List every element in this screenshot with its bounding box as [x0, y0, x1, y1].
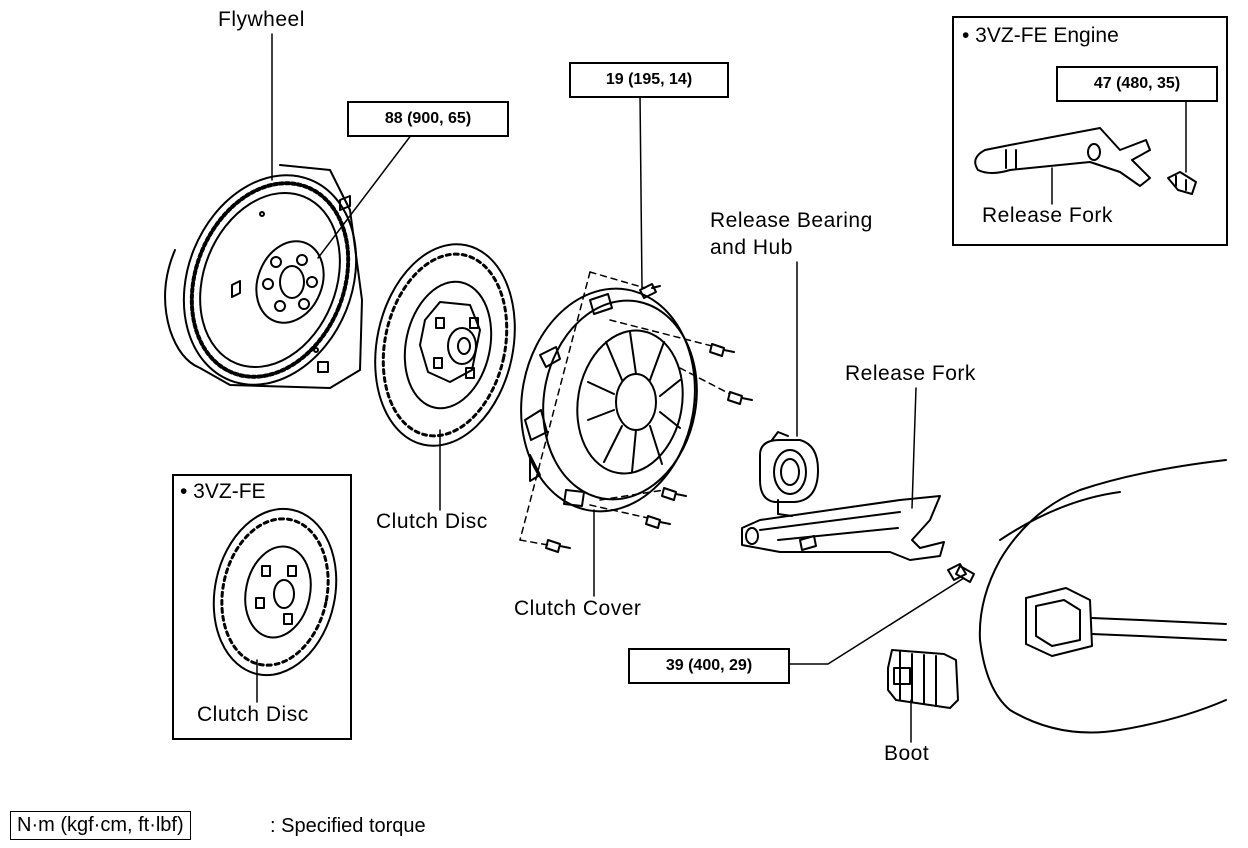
inset-label-release-fork: Release Fork: [982, 204, 1113, 227]
leader-lines: [256, 33, 1187, 743]
inset-label-clutch-disc: Clutch Disc: [197, 703, 309, 726]
release-bearing-part: [759, 431, 819, 517]
alignment-lines: [519, 271, 731, 546]
pivot-bolt: [947, 563, 975, 583]
inset-3vzfe-engine: [952, 16, 1228, 246]
clutch-cover-part: [520, 287, 698, 513]
torque-cover-bolt: 19 (195, 14): [569, 62, 729, 98]
inset-3vzfe: [172, 474, 352, 740]
label-flywheel: Flywheel: [218, 8, 305, 31]
label-release-fork: Release Fork: [845, 362, 976, 385]
label-release-bearing-line1: Release Bearing: [710, 209, 873, 232]
torque-flywheel-bolt: 88 (900, 65): [347, 101, 509, 137]
legend-description: : Specified torque: [270, 815, 426, 837]
clutch-disc-part: [374, 243, 516, 447]
label-clutch-disc: Clutch Disc: [376, 510, 488, 533]
inset-3vzfe-engine-title: • 3VZ-FE Engine: [962, 24, 1119, 47]
cover-bolts: [545, 283, 753, 553]
legend-unit-box: N·m (kgf·cm, ft·lbf): [10, 811, 191, 840]
torque-pivot-bolt: 39 (400, 29): [628, 648, 790, 684]
boot-part: [887, 649, 959, 709]
flywheel-part: [164, 164, 363, 389]
release-fork-part: [741, 495, 945, 561]
inset-release-fork-part: [974, 127, 1197, 195]
label-clutch-cover: Clutch Cover: [514, 597, 642, 620]
label-release-bearing-line2: and Hub: [710, 236, 793, 259]
transmission-housing: [978, 459, 1227, 734]
label-boot: Boot: [884, 742, 930, 765]
inset-3vzfe-title: • 3VZ-FE: [180, 480, 266, 503]
inset-clutch-disc-part: [212, 507, 338, 677]
torque-engine-pivot: 47 (480, 35): [1056, 66, 1218, 102]
